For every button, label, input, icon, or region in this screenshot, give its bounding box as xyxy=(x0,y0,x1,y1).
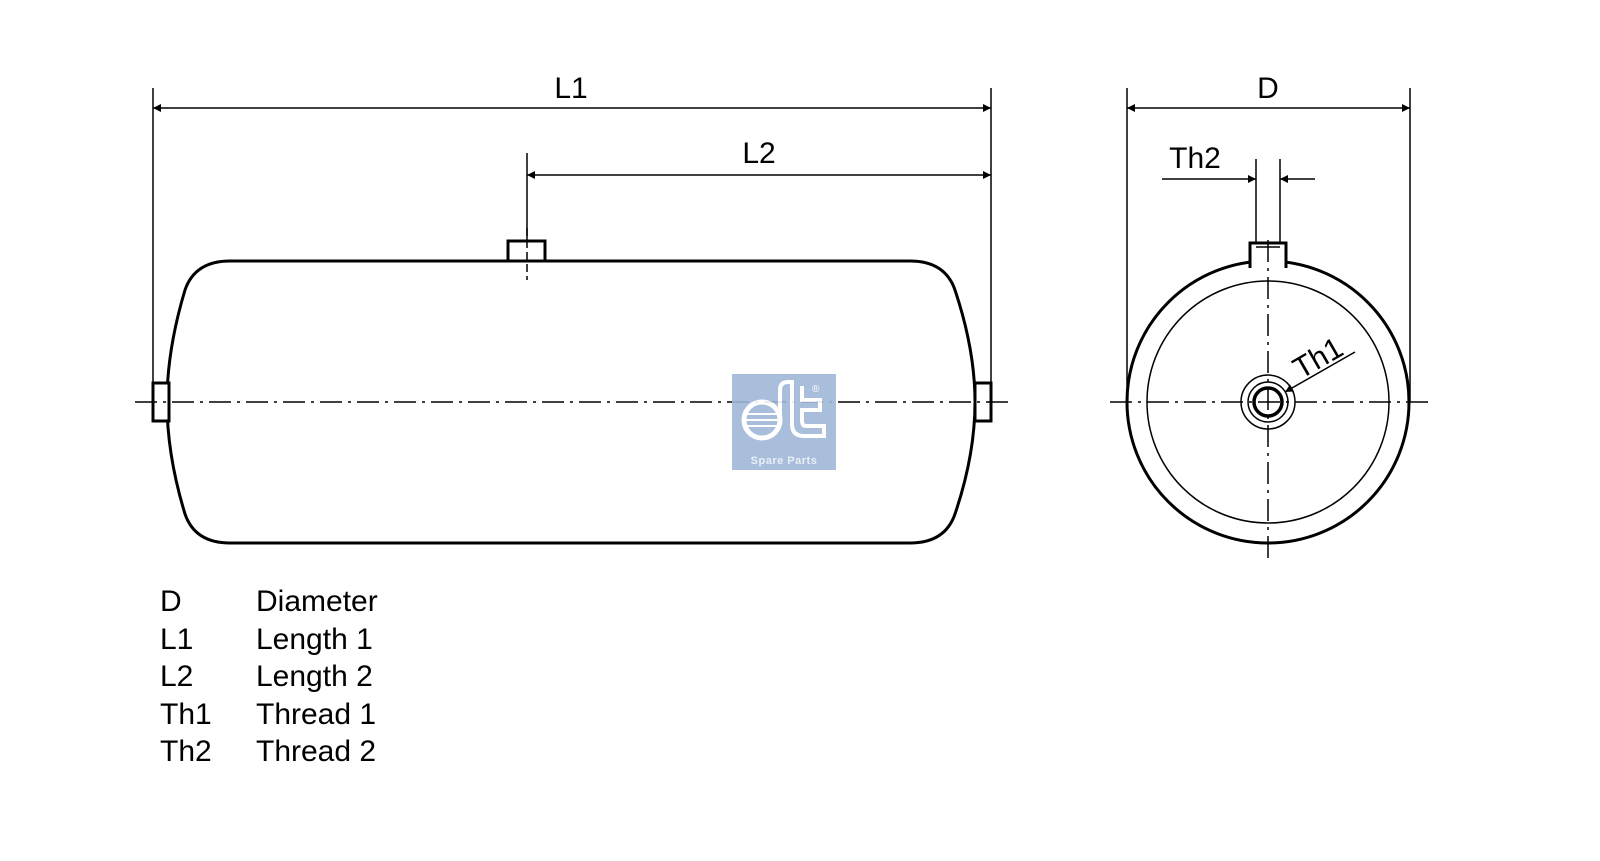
legend-row: Th2 Thread 2 xyxy=(160,733,378,771)
dim-label-th2: Th2 xyxy=(1169,142,1221,175)
legend-symbol: L1 xyxy=(160,622,194,656)
legend: D Diameter L1 Length 1 L2 Length 2 Th1 T… xyxy=(160,583,378,771)
legend-row: L2 Length 2 xyxy=(160,658,378,696)
dim-label-th1: Th1 xyxy=(1288,331,1349,385)
legend-symbol: D xyxy=(160,585,182,618)
svg-text:®: ® xyxy=(812,384,820,395)
brand-logo: ® Spare Parts xyxy=(732,374,836,470)
tank-body-outline xyxy=(165,259,977,545)
legend-meaning: Thread 2 xyxy=(256,735,377,768)
legend-meaning: Thread 1 xyxy=(256,697,377,731)
dim-label-d: D xyxy=(1257,72,1279,105)
legend-symbol: L2 xyxy=(160,660,194,693)
legend-row: D Diameter xyxy=(160,583,378,621)
legend-meaning: Length 2 xyxy=(256,660,373,693)
dim-label-l2: L2 xyxy=(742,137,775,170)
dt-logo-icon: ® xyxy=(741,380,826,441)
legend-row: L1 Length 1 xyxy=(160,621,378,659)
dim-label-l1: L1 xyxy=(554,72,587,105)
end-view: D Th2 Th1 xyxy=(1110,72,1428,560)
legend-symbol: Th1 xyxy=(160,697,212,731)
legend-meaning: Length 1 xyxy=(256,622,373,656)
legend-row: Th1 Thread 1 xyxy=(160,696,378,734)
legend-meaning: Diameter xyxy=(256,585,378,618)
legend-symbol: Th2 xyxy=(160,735,212,768)
logo-subtitle: Spare Parts xyxy=(750,455,818,467)
side-view: L1 L2 xyxy=(135,72,1010,545)
